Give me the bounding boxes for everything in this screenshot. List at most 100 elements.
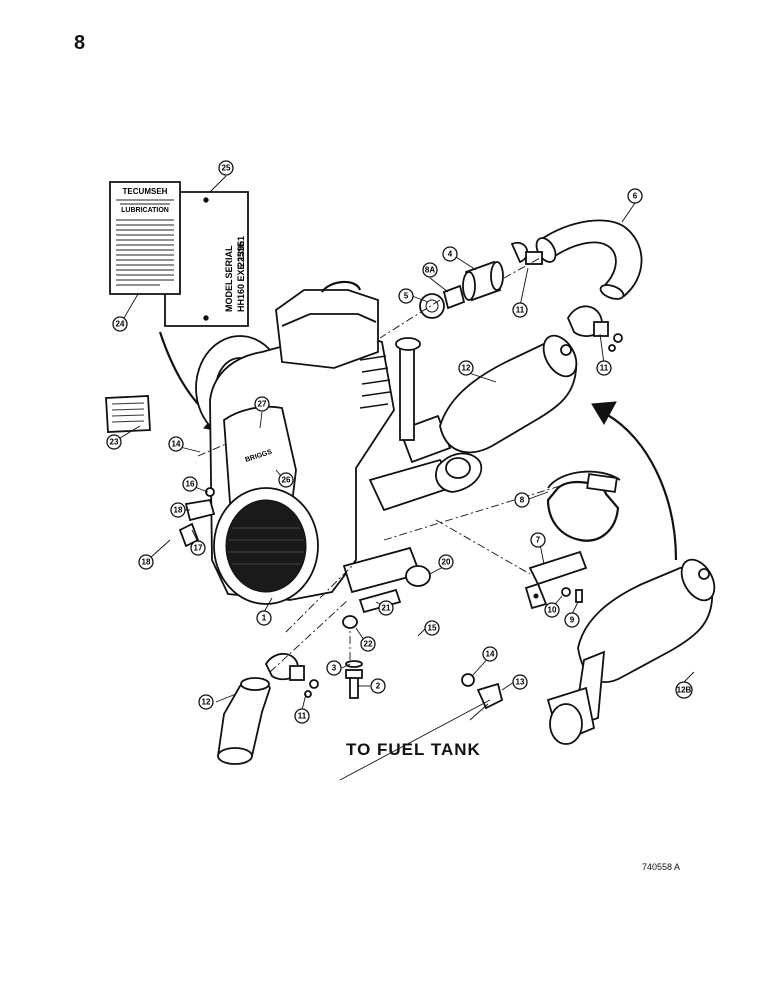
svg-text:12B: 12B xyxy=(677,686,692,695)
svg-text:25: 25 xyxy=(222,164,231,173)
svg-text:12: 12 xyxy=(202,698,211,707)
svg-text:24: 24 xyxy=(116,320,125,329)
decal-brand: TECUMSEH xyxy=(123,187,168,196)
callouts: 25 6 24 4 8A 5 11 11 12 23 27 14 26 16 1… xyxy=(106,160,693,724)
page-number: 8 xyxy=(74,32,86,54)
svg-text:3: 3 xyxy=(332,664,337,673)
muffler-clamp-upper xyxy=(566,305,623,352)
replacement-arrow xyxy=(605,413,678,561)
fuel-tank-label: TO FUEL TANK xyxy=(346,740,481,759)
callout-11-upper: 11 xyxy=(512,302,528,318)
svg-text:21: 21 xyxy=(382,604,391,613)
callout-18-lower: 18 xyxy=(138,554,154,570)
cap xyxy=(342,615,358,629)
engine: BRIGGS xyxy=(195,280,458,605)
mounting-bracket xyxy=(524,550,588,610)
svg-text:6: 6 xyxy=(633,192,638,201)
replacement-arrow-head xyxy=(591,401,617,426)
svg-text:11: 11 xyxy=(600,364,609,373)
callout-21: 21 xyxy=(378,600,394,616)
serial-label: SERIAL xyxy=(224,245,234,279)
bolt xyxy=(575,589,583,603)
reference-code: 740558 A xyxy=(642,862,681,872)
model-label: MODEL xyxy=(224,279,234,312)
svg-text:8: 8 xyxy=(520,496,525,505)
svg-text:4: 4 xyxy=(448,250,453,259)
mount-bolt xyxy=(345,660,363,699)
pipe-nipple xyxy=(358,588,402,614)
serial-plate: SERIAL 2251E MODEL HH160 EXE 13951 xyxy=(164,191,249,327)
lock-washer xyxy=(442,284,466,310)
exhaust-pipe-lower xyxy=(216,677,271,765)
svg-text:20: 20 xyxy=(442,558,451,567)
callout-1: 1 xyxy=(256,610,272,626)
svg-text:27: 27 xyxy=(258,400,267,409)
svg-text:17: 17 xyxy=(194,544,203,553)
callout-26: 26 xyxy=(278,472,294,488)
fuel-fittings xyxy=(178,487,216,548)
callout-2: 2 xyxy=(370,678,386,694)
pipe-clamp-lower xyxy=(264,653,319,698)
serial-value: 2251E xyxy=(236,241,246,267)
svg-text:2: 2 xyxy=(376,682,381,691)
svg-text:26: 26 xyxy=(282,476,291,485)
callout-10: 10 xyxy=(544,602,560,618)
lubrication-decal: TECUMSEH LUBRICATION xyxy=(109,181,181,295)
callout-24: 24 xyxy=(112,316,128,332)
svg-text:15: 15 xyxy=(428,624,437,633)
shutoff-valve xyxy=(405,565,431,587)
callout-18-upper: 18 xyxy=(170,502,186,518)
svg-text:18: 18 xyxy=(174,506,183,515)
callout-12-main: 12 xyxy=(458,360,474,376)
callout-27: 27 xyxy=(254,396,270,412)
svg-text:23: 23 xyxy=(110,438,119,447)
callout-8: 8 xyxy=(514,492,530,508)
svg-text:14: 14 xyxy=(486,650,495,659)
svg-text:11: 11 xyxy=(516,306,525,315)
strap-clamp xyxy=(546,470,621,542)
svg-text:13: 13 xyxy=(516,678,525,687)
muffler-main xyxy=(435,334,578,493)
small-decal xyxy=(105,395,151,433)
svg-text:12: 12 xyxy=(462,364,471,373)
callout-20: 20 xyxy=(438,554,454,570)
callout-13: 13 xyxy=(512,674,528,690)
callout-12b: 12B xyxy=(675,681,693,699)
callout-22: 22 xyxy=(360,636,376,652)
callout-14-upper: 14 xyxy=(168,436,184,452)
callout-14-lower: 14 xyxy=(482,646,498,662)
callout-7: 7 xyxy=(530,532,546,548)
svg-text:18: 18 xyxy=(142,558,151,567)
nut xyxy=(561,587,571,597)
callout-16: 16 xyxy=(182,476,198,492)
svg-text:9: 9 xyxy=(570,616,575,625)
callout-4: 4 xyxy=(442,246,458,262)
callout-17: 17 xyxy=(190,540,206,556)
callout-11-right: 11 xyxy=(596,360,612,376)
fuel-line xyxy=(400,603,463,677)
svg-text:10: 10 xyxy=(548,606,557,615)
callout-11-lower: 11 xyxy=(294,708,310,724)
callout-3: 3 xyxy=(326,660,342,676)
svg-text:8A: 8A xyxy=(425,266,435,275)
svg-text:1: 1 xyxy=(262,614,267,623)
callout-8a: 8A xyxy=(422,262,438,278)
svg-text:7: 7 xyxy=(536,536,541,545)
svg-text:11: 11 xyxy=(298,712,307,721)
svg-text:16: 16 xyxy=(186,480,195,489)
callout-6: 6 xyxy=(627,188,643,204)
callout-5: 5 xyxy=(398,288,414,304)
callout-25: 25 xyxy=(218,160,234,176)
callout-15: 15 xyxy=(424,620,440,636)
elbow-fitting xyxy=(476,682,504,710)
decal-heading: LUBRICATION xyxy=(121,207,169,214)
muffler-alt xyxy=(546,558,716,745)
callout-9: 9 xyxy=(564,612,580,628)
svg-text:5: 5 xyxy=(404,292,409,301)
svg-text:22: 22 xyxy=(364,640,373,649)
callout-23: 23 xyxy=(106,434,122,450)
model-value: HH160 EXE 13951 xyxy=(236,236,246,312)
svg-text:14: 14 xyxy=(172,440,181,449)
callout-12-lower: 12 xyxy=(198,694,214,710)
